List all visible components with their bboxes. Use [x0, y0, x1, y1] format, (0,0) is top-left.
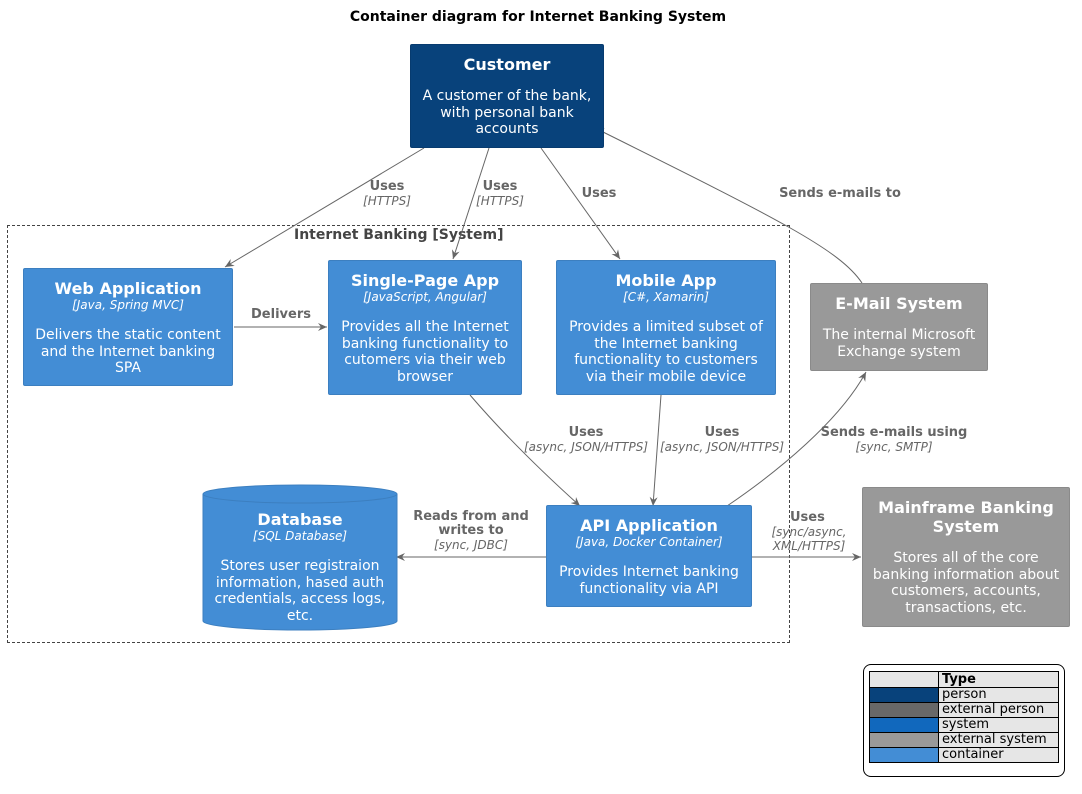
legend-swatch-external-person [869, 702, 939, 718]
edge-label-text: Sends e-mails to [779, 186, 901, 201]
edge-label-text: Uses [581, 186, 617, 201]
edge-label-tech: [sync, SMTP] [855, 440, 933, 454]
edge-label-tech: [async, JSON/HTTPS] [523, 440, 649, 454]
api-desc: Provides Internet banking functionality … [559, 564, 739, 597]
customer-name: Customer [463, 55, 551, 74]
edge-label-mobile-api: Uses [async, JSON/HTTPS] [655, 425, 789, 455]
edge-label-text: Uses [568, 425, 604, 440]
legend-label: container [938, 747, 1059, 763]
database-tech: [SQL Database] [252, 529, 348, 543]
legend-header-swatch [869, 671, 939, 688]
edge-label-text: Delivers [251, 307, 311, 322]
mobile-app-node[interactable]: Mobile App [C#, Xamarin] Provides a limi… [556, 260, 776, 395]
mainframe-desc: Stores all of the core banking informati… [872, 550, 1060, 616]
edge-label-reads-writes: Reads from and writes to [sync, JDBC] [406, 509, 536, 553]
spa-desc: Provides all the Internet banking functi… [341, 319, 509, 385]
customer-node[interactable]: Customer A customer of the bank, with pe… [410, 44, 604, 148]
legend-row: container [869, 747, 1059, 763]
database-desc: Stores user registraion information, has… [214, 558, 386, 624]
database-node[interactable]: Database [SQL Database] Stores user regi… [202, 498, 398, 628]
edge-label-text: Reads from and writes to [413, 509, 529, 538]
single-page-app-node[interactable]: Single-Page App [JavaScript, Angular] Pr… [328, 260, 522, 395]
legend-row: external system [869, 732, 1059, 748]
legend-row: person [869, 687, 1059, 703]
legend-swatch-system [869, 717, 939, 733]
api-tech: [Java, Docker Container] [575, 535, 723, 549]
edge-spa-api [469, 394, 581, 507]
api-name: API Application [580, 516, 718, 535]
system-boundary [7, 225, 790, 643]
database-name: Database [257, 510, 343, 529]
mobile-desc: Provides a limited subset of the Interne… [569, 319, 763, 385]
edge-label-text: Uses [790, 510, 825, 525]
legend-swatch-external-system [869, 732, 939, 748]
edge-label-text: Uses [369, 179, 405, 194]
legend-label: external system [938, 732, 1059, 748]
mobile-name: Mobile App [615, 271, 717, 290]
web-app-tech: [Java, Spring MVC] [72, 298, 184, 312]
legend-row: external person [869, 702, 1059, 718]
web-app-name: Web Application [54, 279, 202, 298]
email-system-node[interactable]: E-Mail System The internal Microsoft Exc… [810, 283, 988, 371]
edge-label-sends-emails-using: Sends e-mails using [sync, SMTP] [812, 425, 976, 455]
web-app-desc: Delivers the static content and the Inte… [35, 327, 221, 376]
diagram-title: Container diagram for Internet Banking S… [349, 9, 727, 25]
edge-mobile-api [649, 394, 662, 507]
legend: Type person external person system exter… [863, 664, 1065, 777]
edge-label-tech: [sync, JDBC] [434, 538, 508, 552]
legend-label: system [938, 717, 1059, 733]
edge-email-customer [594, 127, 863, 284]
customer-desc: A customer of the bank, with personal ba… [422, 88, 592, 137]
mobile-tech: [C#, Xamarin] [623, 290, 709, 304]
edge-customer-mobile [540, 147, 621, 260]
database-shape [202, 484, 398, 631]
legend-row: system [869, 717, 1059, 733]
mainframe-node[interactable]: Mainframe Banking System Stores all of t… [862, 487, 1070, 627]
email-desc: The internal Microsoft Exchange system [822, 327, 976, 360]
edge-label-api-mainframe: Uses [sync/async, XML/HTTPS] [764, 510, 854, 554]
api-application-node[interactable]: API Application [Java, Docker Container]… [546, 505, 752, 607]
boundary-label: Internet Banking [System] [294, 227, 504, 243]
mainframe-name: Mainframe Banking System [878, 498, 1054, 536]
email-name: E-Mail System [835, 294, 963, 313]
web-application-node[interactable]: Web Application [Java, Spring MVC] Deliv… [23, 268, 233, 386]
edge-label-tech: [async, JSON/HTTPS] [659, 440, 785, 454]
edge-label-delivers: Delivers [246, 308, 316, 322]
edge-label-sends-emails-to: Sends e-mails to [770, 187, 910, 201]
edge-label-uses-spa: Uses [HTTPS] [468, 179, 532, 209]
edge-label-uses-mobile: Uses [572, 187, 626, 201]
legend-label: external person [938, 702, 1059, 718]
edge-api-email [726, 371, 867, 507]
edge-label-tech: [HTTPS] [476, 194, 524, 208]
legend-header: Type [938, 671, 1059, 688]
edge-customer-spa [451, 147, 490, 260]
edge-customer-web [224, 147, 425, 268]
spa-tech: [JavaScript, Angular] [363, 290, 487, 304]
edge-label-text: Uses [704, 425, 740, 440]
edge-label-text: Uses [482, 179, 518, 194]
legend-swatch-person [869, 687, 939, 703]
edge-label-tech: [sync/async, XML/HTTPS] [771, 525, 847, 553]
spa-name: Single-Page App [350, 271, 500, 290]
legend-swatch-container [869, 747, 939, 763]
legend-label: person [938, 687, 1059, 703]
edge-label-spa-api: Uses [async, JSON/HTTPS] [519, 425, 653, 455]
edge-label-tech: [HTTPS] [363, 194, 411, 208]
edge-label-text: Sends e-mails using [820, 425, 968, 440]
legend-table: Type person external person system exter… [869, 671, 1059, 763]
edge-label-uses-web: Uses [HTTPS] [355, 179, 419, 209]
